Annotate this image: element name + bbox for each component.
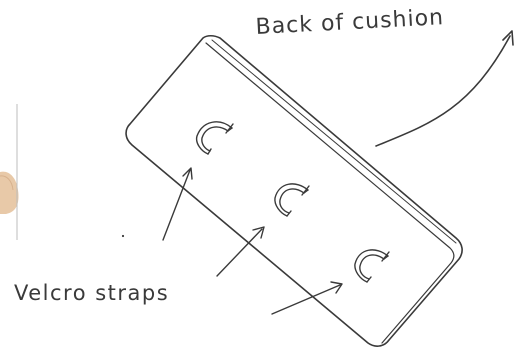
velcro-straps-label: Velcro straps bbox=[14, 281, 169, 305]
finger-photo-fragment bbox=[0, 104, 19, 240]
velcro-strap-3 bbox=[355, 250, 389, 282]
velcro-pointer-arrow-2 bbox=[217, 227, 264, 276]
pencil-dot bbox=[122, 235, 124, 237]
velcro-pointer-arrow-1 bbox=[163, 168, 192, 240]
cushion-outline bbox=[126, 36, 462, 346]
velcro-pointer-arrow-3 bbox=[272, 282, 342, 314]
back-of-cushion-label: Back of cushion bbox=[255, 5, 445, 40]
velcro-strap-2 bbox=[275, 184, 309, 216]
back-of-cushion-arrow bbox=[376, 36, 510, 146]
velcro-strap-1 bbox=[197, 122, 233, 154]
